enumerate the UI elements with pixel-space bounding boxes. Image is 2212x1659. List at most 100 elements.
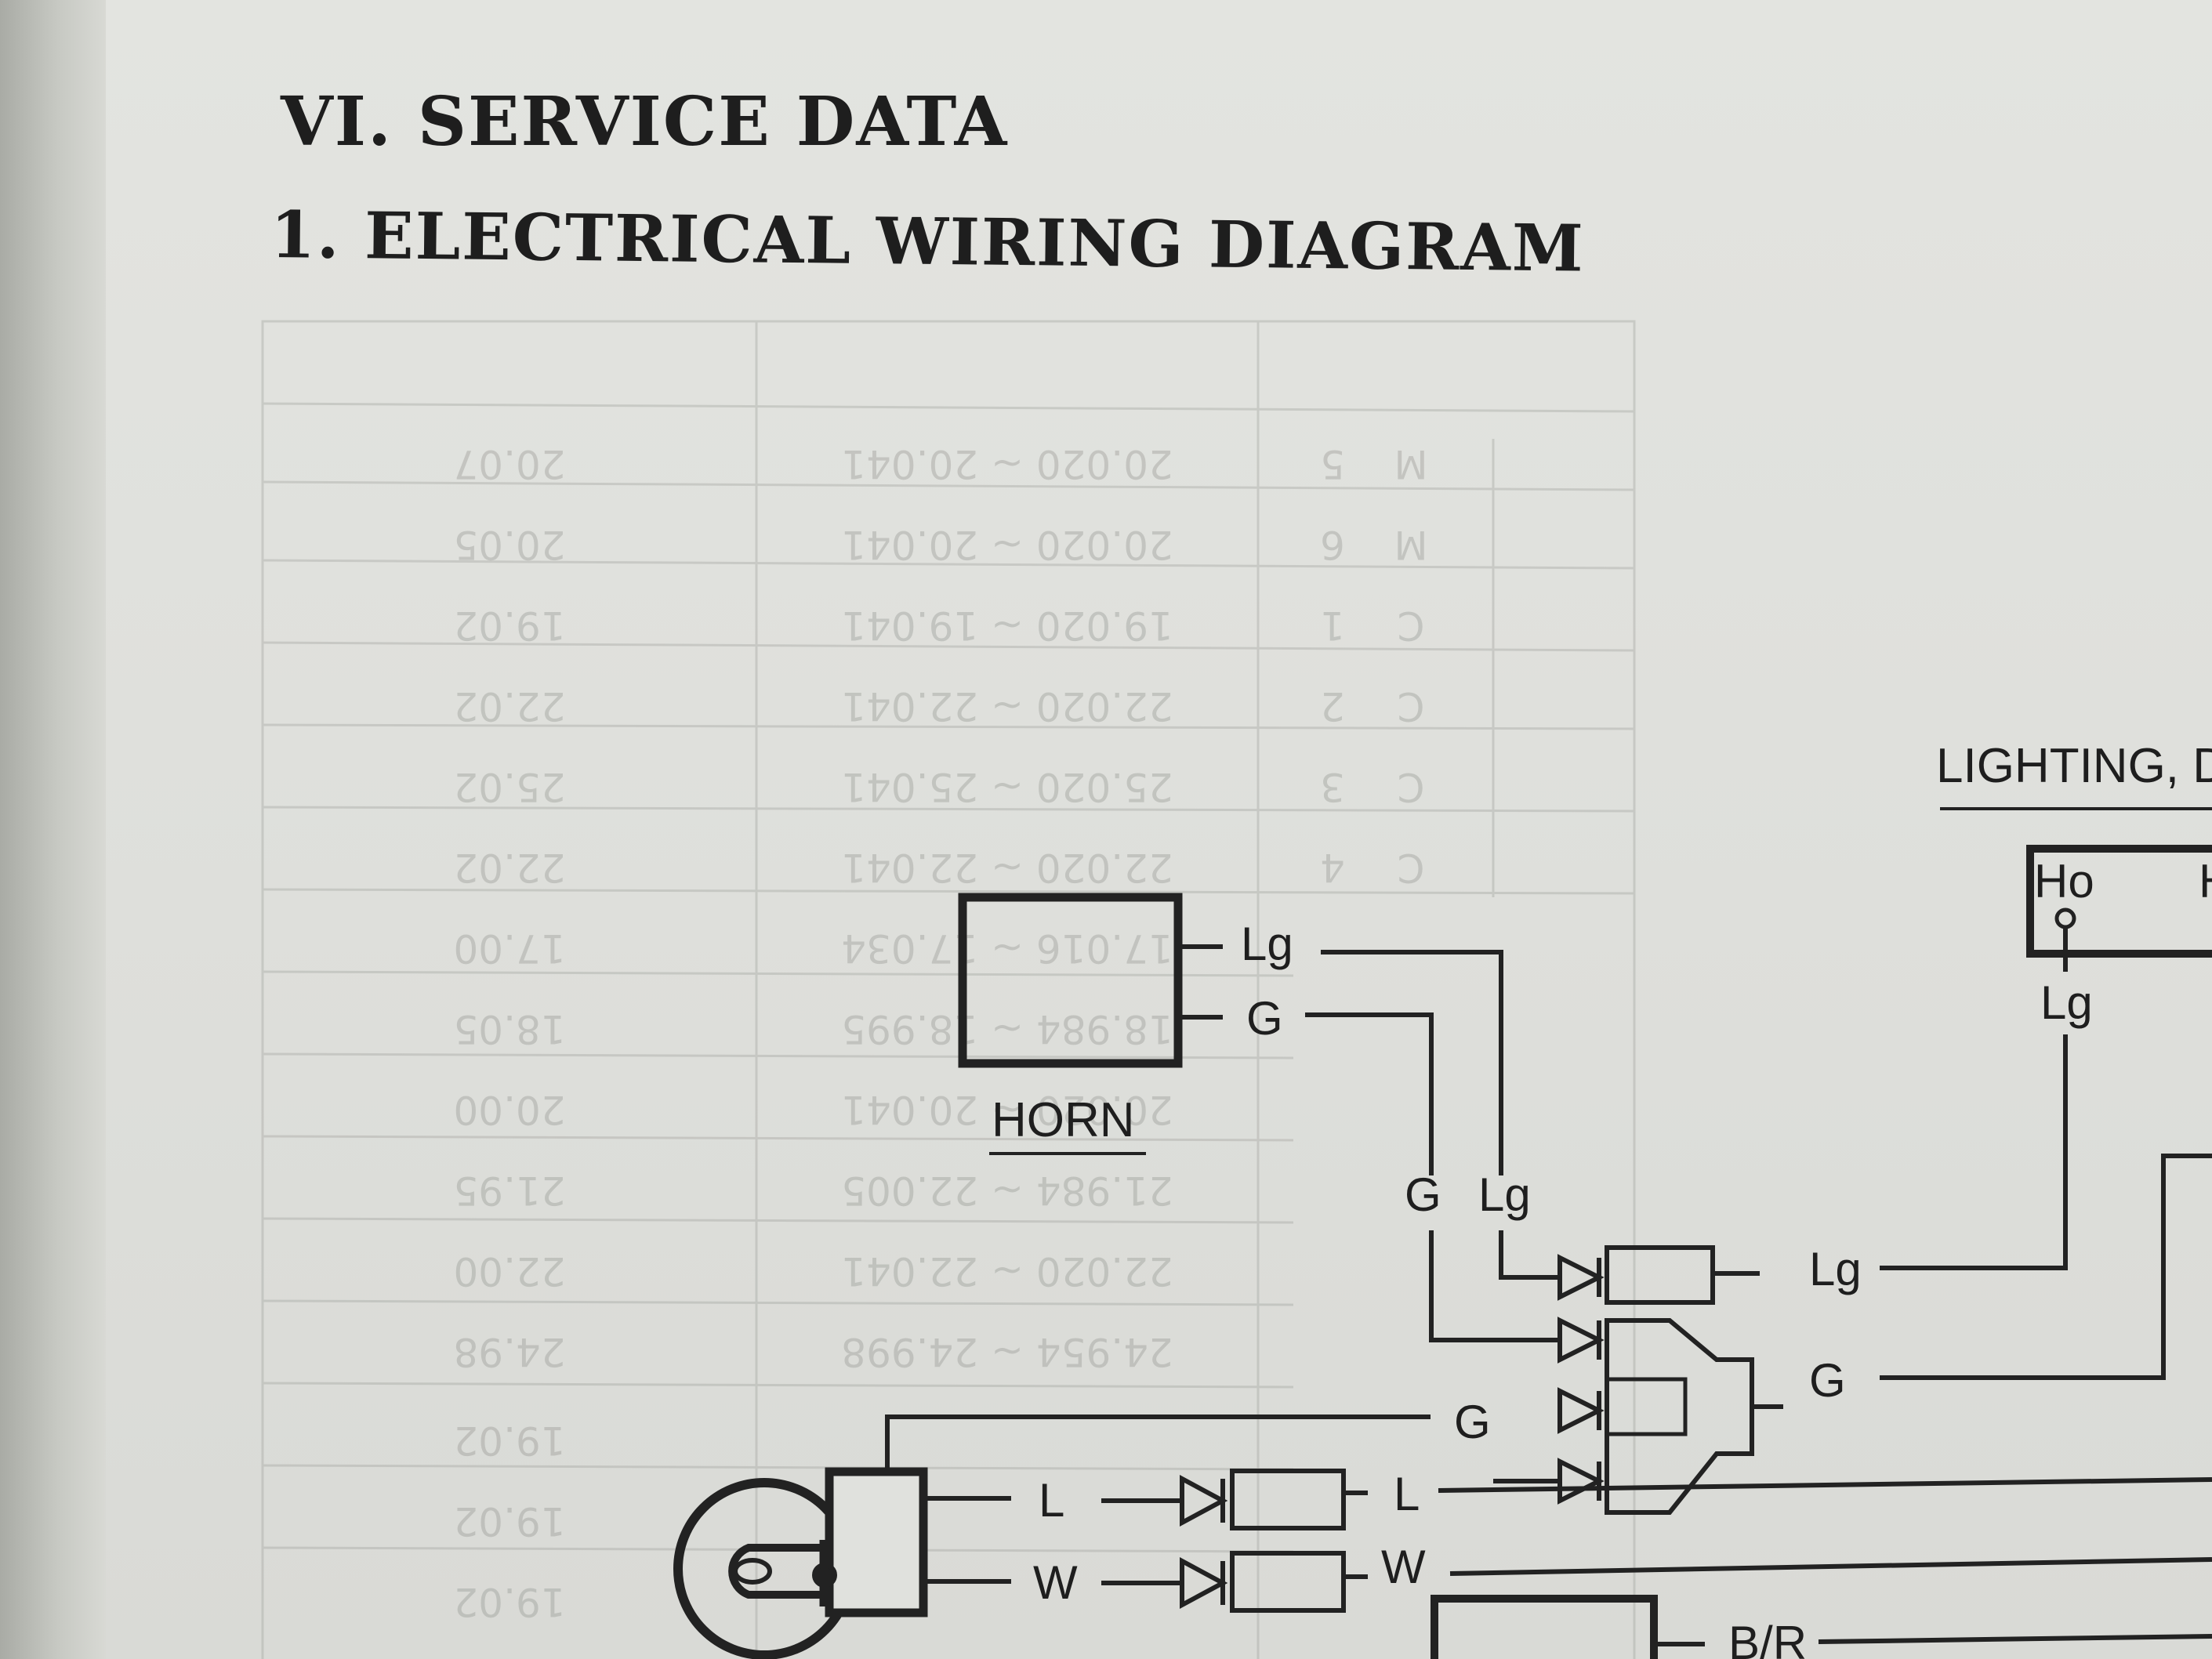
- ghost-cell-text: 22.020 ~ 22.041: [841, 1248, 1173, 1294]
- g-connector-bridge: [1607, 1377, 1688, 1436]
- wire-g-drop: [1429, 1230, 1560, 1342]
- ghost-cell-text: C: [1398, 764, 1425, 810]
- ghost-cell-text: 24.98: [453, 1329, 565, 1375]
- l-connector-arrow: [1180, 1474, 1228, 1527]
- lamp-contact-dot: [812, 1563, 837, 1588]
- lighting-switch-label: LIGHTING, D: [1936, 739, 2212, 793]
- ghost-row-line: [262, 641, 1635, 652]
- ghost-cell-text: 19.02: [453, 1498, 565, 1544]
- l-connector-body: [1230, 1469, 1346, 1530]
- ghost-cell-text: 19.02: [453, 1418, 565, 1463]
- ghost-row-line: [262, 1299, 1294, 1306]
- ghost-cell-text: 5: [1320, 441, 1345, 487]
- ghost-row-line: [262, 1052, 1294, 1060]
- ghost-cell-text: M: [1394, 441, 1427, 487]
- ghost-cell-text: 21.984 ~ 22.005: [841, 1168, 1173, 1213]
- page-surface: [106, 0, 2212, 1659]
- wire-g-right: [1880, 1154, 2212, 1380]
- ghost-cell-text: 3: [1320, 764, 1345, 810]
- ghost-cell-text: C: [1398, 845, 1425, 890]
- ghost-row-line: [262, 1382, 1294, 1389]
- ghost-row-line: [262, 1464, 1294, 1471]
- ghost-cell-text: 20.020 ~ 20.041: [841, 441, 1173, 487]
- ghost-table-border: [261, 320, 1636, 1659]
- lamp-l-label: L: [1039, 1474, 1064, 1527]
- ghost-cell-text: 20.07: [453, 441, 565, 487]
- wire-g-horn: [1305, 1012, 1434, 1175]
- ghost-cell-text: 19.02: [453, 1579, 565, 1625]
- h-terminal-label: H: [2199, 855, 2212, 907]
- ghost-cell-text: 2: [1320, 683, 1345, 729]
- wire-l-right: [1438, 1477, 2212, 1493]
- lamp-g-label: G: [1454, 1396, 1491, 1448]
- wire-lg-drop: [1499, 1230, 1560, 1280]
- lamp-socket: [825, 1467, 928, 1617]
- ghost-cell-text: 19.020 ~ 19.041: [841, 603, 1173, 648]
- ghost-cell-text: M: [1394, 522, 1427, 567]
- ghost-cell-text: 20.05: [453, 522, 565, 567]
- w-connector-body: [1230, 1551, 1346, 1613]
- wire-w-right: [1449, 1557, 2212, 1576]
- horn-g-label: G: [1246, 992, 1283, 1045]
- ghost-cell-text: 17.00: [453, 925, 565, 971]
- ghost-cell-text: C: [1398, 683, 1425, 729]
- connector-lg-label: Lg: [1809, 1243, 1862, 1295]
- ghost-cell-text: 20.020 ~ 20.041: [841, 522, 1173, 567]
- lg-connector-body: [1605, 1245, 1715, 1305]
- wire-lg-to-switch: [1880, 1034, 2068, 1270]
- ghost-cell-text: 22.00: [453, 1248, 565, 1294]
- ghost-cell-text: 17.016 ~ 17.034: [841, 925, 1173, 971]
- ghost-cell-text: 20.00: [453, 1087, 565, 1132]
- lamp-w-label: W: [1033, 1556, 1078, 1609]
- book-spine-shadow: [0, 0, 106, 1659]
- horn-lg-label: Lg: [1241, 918, 1293, 970]
- ghost-row-line: [262, 806, 1635, 813]
- drop-g-label: G: [1405, 1168, 1441, 1221]
- ghost-cell-text: 22.020 ~ 22.041: [841, 845, 1173, 890]
- ghost-cell-text: 21.95: [453, 1168, 565, 1213]
- wire-g-lamp: [885, 1414, 1431, 1472]
- ghost-cell-text: 25.02: [453, 764, 565, 810]
- subsection-title: 1. ELECTRICAL WIRING DIAGRAM: [270, 197, 1586, 287]
- bottom-br-label: B/R: [1728, 1617, 1807, 1659]
- ghost-cell-text: 24.954 ~ 24.998: [841, 1329, 1173, 1375]
- bottom-component-box: [1431, 1595, 1658, 1659]
- ghost-row-line: [262, 1217, 1294, 1224]
- lighting-switch-box: [2026, 845, 2212, 958]
- section-title: VI. SERVICE DATA: [281, 82, 1009, 161]
- right-w-label: W: [1381, 1541, 1426, 1593]
- ghost-cell-text: 18.05: [453, 1006, 565, 1052]
- connector-g-label: G: [1809, 1354, 1846, 1407]
- g-connector-arrow-2: [1557, 1387, 1605, 1434]
- drop-lg-label: Lg: [1478, 1168, 1531, 1221]
- lg-connector-arrow: [1557, 1254, 1605, 1301]
- switch-lg-label: Lg: [2040, 976, 2093, 1029]
- ghost-row-line: [262, 402, 1635, 413]
- g-connector-body: [1605, 1318, 1754, 1515]
- ghost-row-line: [262, 970, 1294, 977]
- ghost-row-line: [262, 723, 1635, 730]
- wire-group: [673, 807, 2212, 1659]
- ghost-cell-text: 22.02: [453, 683, 565, 729]
- ghost-row-line: [262, 480, 1635, 491]
- ghost-cell-text: C: [1398, 603, 1425, 648]
- right-l-label: L: [1394, 1468, 1420, 1520]
- w-connector-arrow: [1180, 1556, 1228, 1610]
- ghost-cell-text: 6: [1320, 522, 1345, 567]
- ghost-cell-text: 19.02: [453, 603, 565, 648]
- ghost-cell-text: 22.02: [453, 845, 565, 890]
- wire-br-right: [1818, 1634, 2212, 1644]
- ghost-cell-text: 18.984 ~ 18.995: [841, 1006, 1173, 1052]
- horn-label: HORN: [992, 1093, 1135, 1147]
- lamp-filament: [728, 1544, 827, 1599]
- ghost-cell-text: 4: [1320, 845, 1345, 890]
- g-connector-arrow-3: [1557, 1458, 1605, 1505]
- ghost-row-line: [262, 888, 1635, 895]
- g-connector-arrow-1: [1557, 1317, 1605, 1364]
- lamp-filament-coil: [733, 1558, 772, 1585]
- horn-symbol: [958, 893, 1183, 1068]
